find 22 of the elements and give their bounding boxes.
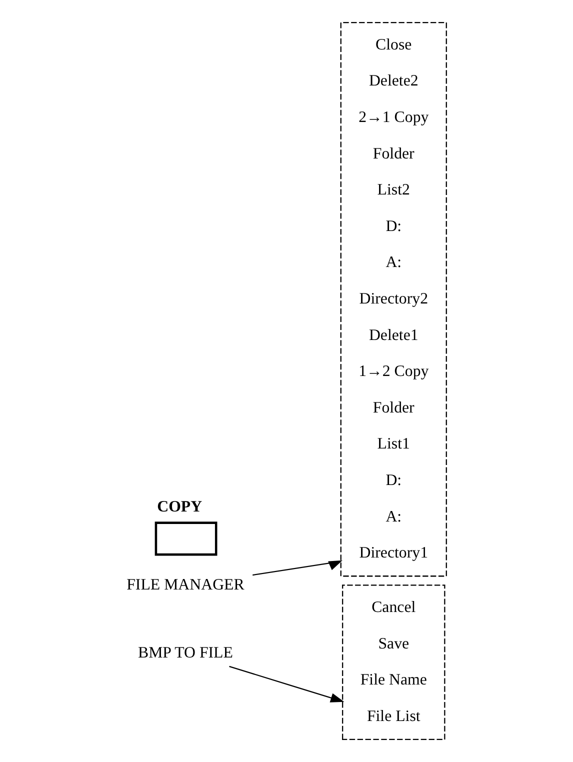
node-text: File Name bbox=[360, 672, 426, 689]
node-text: A: bbox=[385, 254, 402, 272]
node-text: D: bbox=[385, 472, 402, 490]
node-text: Close bbox=[375, 36, 412, 54]
node-text: List1 bbox=[376, 436, 410, 453]
node-text: 2→1 Copy bbox=[358, 109, 428, 126]
node-text: Delete2 bbox=[368, 72, 418, 90]
node-text: FILE MANAGER bbox=[126, 576, 244, 594]
node-text: A: bbox=[385, 508, 402, 526]
node-text: Folder bbox=[372, 145, 414, 162]
node-text: D: bbox=[385, 218, 402, 235]
node-text: Save bbox=[378, 635, 409, 652]
node-label: COPY bbox=[156, 498, 202, 516]
node-text: Cancel bbox=[371, 599, 416, 616]
node-text: BMP TO FILE bbox=[137, 644, 232, 662]
node-text: 1→2 Copy bbox=[358, 363, 428, 380]
node-text: Folder bbox=[372, 399, 414, 416]
node-text: List2 bbox=[376, 182, 410, 199]
node-text: Directory2 bbox=[358, 290, 428, 308]
node-text: Directory1 bbox=[358, 544, 428, 562]
node-text: Delete1 bbox=[368, 326, 418, 344]
node-text: File List bbox=[366, 708, 420, 725]
